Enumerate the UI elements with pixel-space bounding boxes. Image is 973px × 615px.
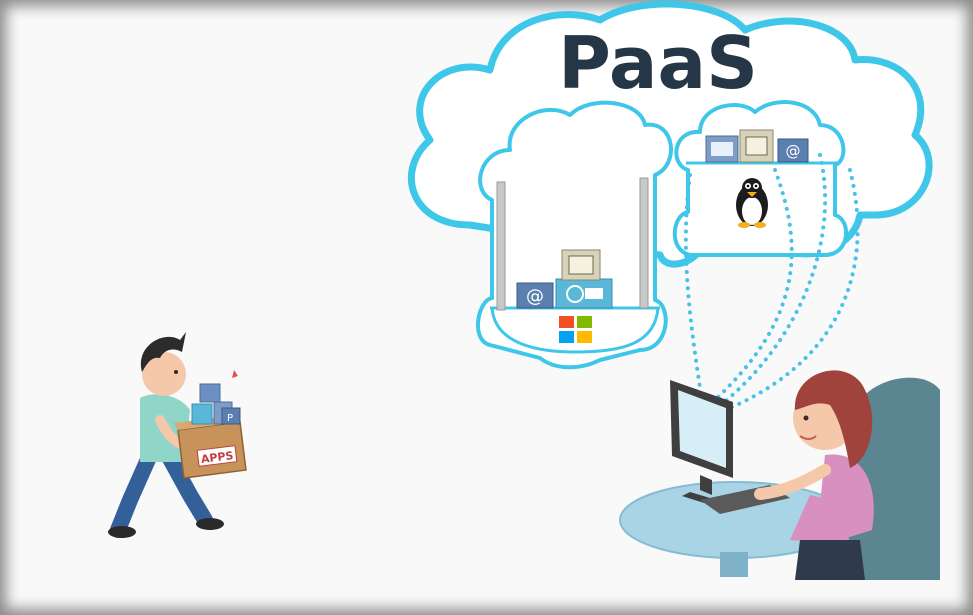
windows-logo-icon	[559, 316, 592, 343]
document-app-icon-2	[739, 129, 774, 163]
at-sign-icon-2: @	[777, 138, 809, 163]
svg-text:P: P	[227, 413, 233, 424]
star-app-icon	[705, 135, 739, 163]
linux-platform-cloud: @	[672, 100, 849, 257]
at-sign-icon: @	[516, 282, 554, 309]
computer-monitor	[670, 380, 733, 508]
apps-box-label: APPS	[200, 449, 234, 466]
windows-platform-cloud: @	[476, 100, 673, 370]
apps-box: APPS P	[174, 370, 247, 479]
paas-title: PaaS	[558, 21, 758, 105]
svg-text:@: @	[526, 286, 544, 307]
svg-text:@: @	[786, 142, 801, 160]
document-app-icon	[561, 249, 601, 281]
woman-at-computer	[619, 370, 940, 580]
connection-links	[683, 153, 860, 410]
mail-app-icon	[555, 278, 613, 309]
man-carrying-apps-box: APPS P	[108, 332, 247, 538]
penguin-icon	[736, 178, 768, 228]
